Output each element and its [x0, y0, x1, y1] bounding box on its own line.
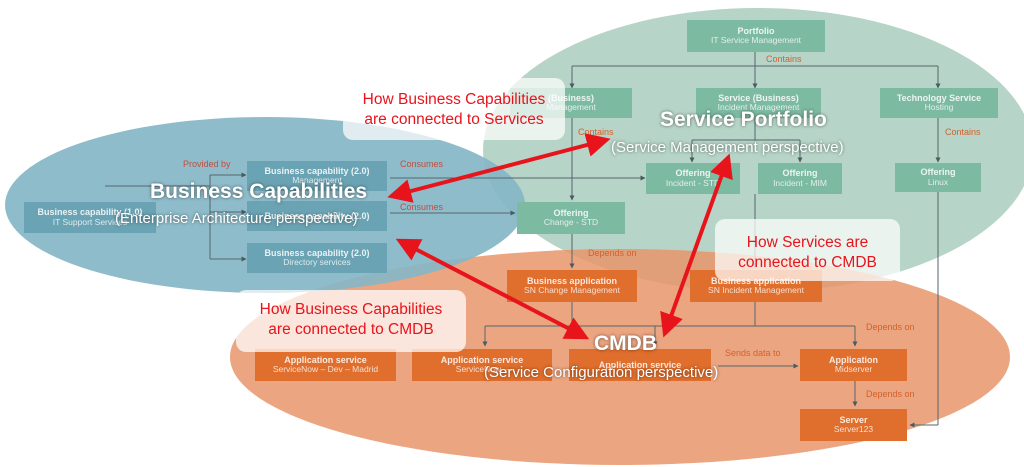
relation-provided-by: Provided by [183, 159, 231, 169]
node-app-service-3-type: Application service [598, 359, 682, 370]
node-app-service-2-type: Application service [440, 354, 524, 365]
node-capability-management[interactable]: Business capability (2.0) Management [247, 161, 387, 191]
cmdb-title: CMDB [594, 332, 657, 355]
node-capability-it-support-type: Business capability (1.0) [37, 207, 143, 218]
node-offering-incident-mim[interactable]: Offering Incident - MIM [758, 163, 842, 194]
node-service-left-type: (Business) [547, 92, 594, 103]
node-server-type: Server [839, 414, 868, 425]
relation-depends-on-1: Depends on [588, 248, 637, 258]
relation-contains-left: Contains [578, 127, 614, 137]
node-application-midserver-type: Application [829, 354, 878, 365]
node-service-incident-type: Service (Business) [718, 92, 799, 103]
callout-bc-cmdb-line1: How Business Capabilities [259, 301, 443, 318]
node-capability-middle-type: Business capability (2.0) [264, 210, 370, 221]
node-server[interactable]: Server Server123 [800, 409, 907, 441]
node-capability-middle[interactable]: Business capability (2.0) [247, 201, 387, 231]
callout-bc-services-line2: are connected to Services [364, 111, 544, 129]
callout-services-cmdb: How Services are connected to CMDB [715, 233, 900, 273]
cmdb-subtitle: (Service Configuration perspective) [484, 364, 719, 381]
node-offering-incident-mim-type: Offering [782, 168, 818, 179]
relation-contains-top: Contains [766, 54, 802, 64]
node-app-service-2[interactable]: Application service ServiceNow – [412, 349, 552, 381]
node-app-service-3[interactable]: Application service [569, 349, 711, 381]
node-service-left-name: Management [546, 102, 596, 113]
callout-services-cmdb-line1: How Services are [746, 234, 869, 251]
node-technology-service[interactable]: Technology Service Hosting [880, 88, 998, 118]
service-portfolio-title: Service Portfolio [660, 108, 827, 131]
node-portfolio[interactable]: Portfolio IT Service Management [687, 20, 825, 52]
node-server-name: Server123 [833, 424, 874, 435]
callout-bc-services-line1: How Business Capabilities [362, 91, 546, 108]
node-offering-incident-std-name: Incident - STD [665, 177, 721, 188]
node-application-midserver-name: Midserver [834, 364, 873, 375]
node-offering-change[interactable]: Offering Change - STD [517, 202, 625, 234]
node-business-app-change-name: SN Change Management [524, 285, 620, 296]
node-business-app-change[interactable]: Business application SN Change Managemen… [507, 270, 637, 302]
node-offering-change-type: Offering [553, 207, 589, 218]
node-capability-it-support-name: IT Support Services [52, 216, 128, 227]
node-app-service-2-name: ServiceNow – [455, 364, 509, 375]
node-service-incident[interactable]: Service (Business) Incident Management [696, 88, 821, 118]
node-app-service-madrid-name: ServiceNow – Dev – Madrid [272, 364, 379, 375]
node-application-midserver[interactable]: Application Midserver [800, 349, 907, 381]
node-capability-management-type: Business capability (2.0) [264, 165, 370, 176]
node-offering-change-name: Change - STD [543, 217, 599, 228]
callout-bg-services-cmdb [715, 219, 900, 281]
callout-bc-cmdb-line2: are connected to CMDB [268, 321, 434, 339]
callout-bc-cmdb: How Business Capabilities are connected … [236, 300, 466, 340]
node-service-incident-name: Incident Management [717, 102, 800, 113]
node-capability-management-name: Management [292, 175, 342, 186]
node-app-service-madrid[interactable]: Application service ServiceNow – Dev – M… [255, 349, 396, 381]
node-offering-linux-type: Offering [920, 167, 956, 178]
relation-sends-data-to: Sends data to [725, 348, 781, 358]
relation-consumes-1: Consumes [400, 159, 444, 169]
node-business-app-incident-name: SN Incident Management [708, 285, 804, 296]
node-app-service-madrid-type: Application service [284, 354, 367, 365]
node-technology-service-name: Hosting [924, 102, 954, 113]
node-capability-directory-name: Directory services [283, 257, 351, 268]
business-capabilities-subtitle: (Enterprise Architecture perspective) [115, 210, 358, 227]
node-offering-incident-mim-name: Incident - MIM [773, 177, 827, 188]
node-capability-directory[interactable]: Business capability (2.0) Directory serv… [247, 243, 387, 273]
node-offering-linux-name: Linux [927, 176, 949, 187]
callout-bg-bc-services [343, 78, 565, 140]
node-portfolio-type: Portfolio [737, 25, 775, 36]
callout-services-cmdb-line2: connected to CMDB [738, 254, 877, 272]
relation-contains-right: Contains [945, 127, 981, 137]
node-offering-incident-std[interactable]: Offering Incident - STD [646, 163, 740, 194]
node-technology-service-type: Technology Service [896, 92, 982, 103]
relation-depends-on-3: Depends on [866, 389, 915, 399]
node-capability-it-support[interactable]: Business capability (1.0) IT Support Ser… [24, 202, 156, 233]
service-portfolio-subtitle: (Service Management perspective) [611, 139, 844, 156]
business-capabilities-title: Business Capabilities [150, 180, 368, 203]
relation-consumes-2: Consumes [400, 202, 444, 212]
node-portfolio-name: IT Service Management [710, 35, 802, 46]
node-capability-directory-type: Business capability (2.0) [264, 247, 370, 258]
node-offering-linux[interactable]: Offering Linux [895, 163, 981, 192]
callout-bc-services: How Business Capabilities are connected … [343, 90, 565, 130]
relation-depends-on-2: Depends on [866, 322, 915, 332]
